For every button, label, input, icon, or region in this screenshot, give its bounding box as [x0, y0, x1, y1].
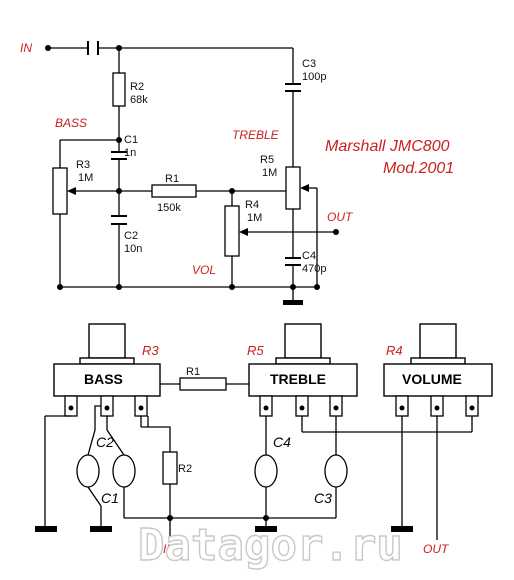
layout-ground-bars [35, 526, 413, 532]
capacitor-c2 [111, 215, 127, 225]
r5-name: R5 [260, 154, 274, 166]
ground-symbol [283, 300, 303, 305]
r1-value: 150k [157, 202, 181, 214]
c2-value: 10n [124, 243, 142, 255]
junction-dots [45, 45, 339, 290]
bass-box-label: BASS [84, 371, 123, 387]
r1-name: R1 [165, 173, 179, 185]
resistor-r2 [112, 72, 126, 107]
watermark: Datagor.ru [138, 520, 403, 571]
capacitor-input [87, 41, 99, 55]
bass-pot-ref: R3 [142, 343, 159, 358]
c1-value: 1n [124, 147, 136, 159]
r4-name: R4 [245, 199, 259, 211]
layout-c1-label: C1 [101, 490, 119, 506]
input-label: IN [20, 41, 32, 55]
layout-r1-label: R1 [186, 366, 200, 378]
potentiometer-r5 [285, 166, 301, 210]
out-label: OUT [327, 210, 354, 224]
volume-pot-ref: R4 [386, 343, 403, 358]
layout-r2-label: R2 [178, 463, 192, 475]
layout-c3 [324, 454, 348, 488]
c1-name: C1 [124, 134, 138, 146]
volume-box-label: VOLUME [402, 371, 462, 387]
schematic-wires [48, 47, 336, 300]
layout-in-label: IN [163, 542, 175, 556]
lug-dots [68, 405, 475, 411]
r4-wiper-arrow [239, 228, 248, 236]
c3-value: 100p [302, 71, 326, 83]
potentiometer-r4 [224, 205, 240, 257]
treble-box-label: TREBLE [270, 371, 326, 387]
r3-name: R3 [76, 159, 90, 171]
layout-c3-label: C3 [314, 490, 332, 506]
r5-wiper-arrow [300, 184, 309, 192]
bass-pot-body [53, 363, 161, 397]
r3-value: 1M [78, 172, 93, 184]
r2-name: R2 [130, 81, 144, 93]
capacitor-c1 [111, 151, 127, 160]
layout-c2-label: C2 [96, 434, 114, 450]
resistor-r1 [151, 184, 197, 198]
layout-c4-label: C4 [273, 434, 291, 450]
title-line1: Marshall JMC800 [325, 138, 450, 155]
pot-lugs [64, 395, 479, 417]
r2-value: 68k [130, 94, 148, 106]
bass-label: BASS [55, 116, 87, 130]
treble-label: TREBLE [232, 128, 280, 142]
c2-name: C2 [124, 230, 138, 242]
layout-c1 [112, 454, 136, 488]
r5-value: 1M [262, 167, 277, 179]
capacitor-c3 [285, 83, 301, 92]
c3-name: C3 [302, 58, 316, 70]
capacitor-c4 [285, 257, 301, 266]
layout-junctions [167, 515, 269, 521]
c4-name: C4 [302, 250, 316, 262]
potentiometer-r3 [52, 167, 68, 215]
layout-r1 [179, 377, 227, 391]
r3-wiper-arrow [67, 187, 76, 195]
title-line2: Mod.2001 [383, 160, 454, 177]
pot-shafts [79, 323, 466, 365]
treble-pot-ref: R5 [247, 343, 264, 358]
r4-value: 1M [247, 212, 262, 224]
vol-label: VOL [192, 263, 216, 277]
layout-r2 [162, 451, 178, 485]
layout-c4 [254, 454, 278, 488]
layout-out-label: OUT [423, 542, 450, 556]
c4-value: 470p [302, 263, 326, 275]
layout-c2 [76, 454, 100, 488]
